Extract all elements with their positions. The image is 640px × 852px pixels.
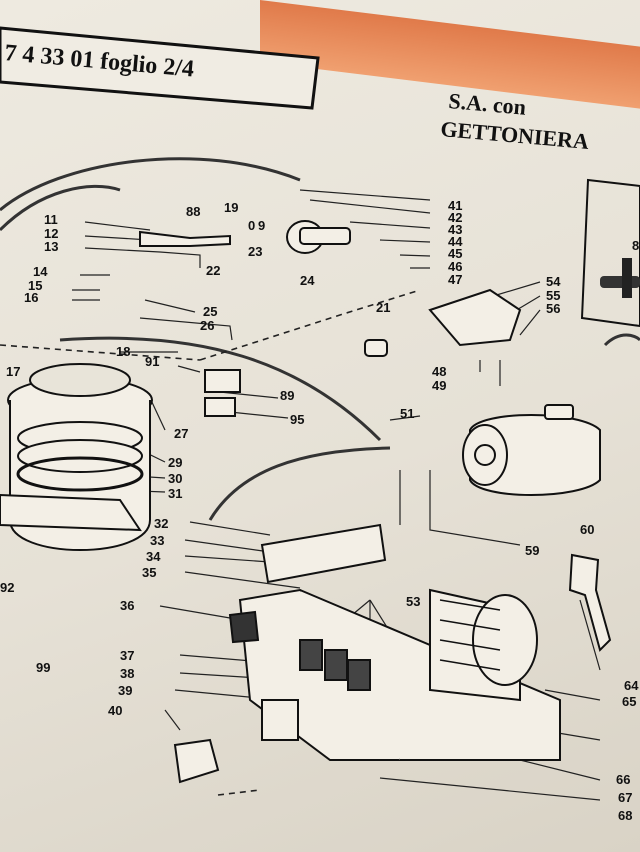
terminal-block-drawing: [260, 523, 387, 584]
part-number-label-41: 41: [448, 198, 462, 213]
microswitch-drawing: [173, 738, 220, 784]
control-box-drawing: [238, 588, 561, 761]
part-number-label-22: 22: [206, 263, 220, 278]
bracket-drawing: [428, 288, 522, 347]
part-number-label-55: 55: [546, 288, 560, 303]
part-number-label-53: 53: [406, 594, 420, 609]
part-number-label-25: 25: [203, 304, 217, 319]
part-number-label-64: 64: [624, 678, 639, 693]
part-number-label-8: 8: [632, 238, 639, 253]
part-number-label-99: 99: [36, 660, 50, 675]
part-number-label-67: 67: [618, 790, 632, 805]
part-number-label-39: 39: [118, 683, 132, 698]
part-number-label-47: 47: [448, 272, 462, 287]
part-number-label-68: 68: [618, 808, 632, 823]
motor-housing-drawing: [0, 363, 153, 551]
part-number-label-51: 51: [400, 406, 414, 421]
part-number-label-46: 46: [448, 259, 462, 274]
part-number-label-60: 60: [580, 522, 594, 537]
solenoid-drawing: [286, 220, 351, 254]
part-number-label-44: 44: [448, 234, 463, 249]
valve-drawing: [139, 230, 231, 247]
inset-part-drawing: [600, 258, 640, 298]
part-number-label-65: 65: [622, 694, 636, 709]
part-drawings: [0, 220, 612, 784]
part-number-label-19: 19: [224, 200, 238, 215]
part-number-label-27: 27: [174, 426, 188, 441]
part-number-label-26: 26: [200, 318, 214, 333]
part-number-label-54: 54: [546, 274, 561, 289]
part-number-label-16: 16: [24, 290, 38, 305]
part-number-label-30: 30: [168, 471, 182, 486]
part-number-label-38: 38: [120, 666, 134, 681]
part-number-label-48: 48: [432, 364, 446, 379]
diagram-title-line2: GETTONIERA: [440, 116, 590, 154]
part-number-label-43: 43: [448, 222, 462, 237]
part-number-label-9: 9: [258, 218, 265, 233]
inset-detail-box: [580, 178, 640, 328]
part-number-label-35: 35: [142, 565, 156, 580]
part-number-label-18: 18: [116, 344, 130, 359]
part-number-label-42: 42: [448, 210, 462, 225]
pump-motor-drawing: [462, 404, 601, 496]
part-number-label-32: 32: [154, 516, 168, 531]
part-number-label-37: 37: [120, 648, 134, 663]
part-number-label-56: 56: [546, 301, 560, 316]
part-number-label-23: 23: [248, 244, 262, 259]
part-number-label-21: 21: [376, 300, 390, 315]
part-number-label-14: 14: [33, 264, 48, 279]
part-number-label-31: 31: [168, 486, 182, 501]
part-number-label-92: 92: [0, 580, 14, 595]
dashed-guide-lines: [0, 289, 421, 796]
diagram-title-line1: S.A. con: [448, 88, 528, 120]
part-number-label-12: 12: [44, 226, 58, 241]
part-number-label-91: 91: [145, 354, 159, 369]
part-number-label-89: 89: [280, 388, 294, 403]
document-reference-box: 7 4 33 01 foglio 2/4: [0, 26, 320, 110]
part-number-label-0: 0: [248, 218, 255, 233]
lever-drawing: [568, 553, 612, 652]
part-number-label-95: 95: [290, 412, 304, 427]
relay-drawing: [204, 369, 241, 393]
part-number-label-34: 34: [146, 549, 161, 564]
part-number-label-40: 40: [108, 703, 122, 718]
cables: [0, 157, 640, 521]
part-number-label-59: 59: [525, 543, 539, 558]
part-number-label-24: 24: [300, 273, 315, 288]
part-number-label-45: 45: [448, 246, 462, 261]
knob-drawing: [228, 610, 260, 644]
timer-drum-drawing: [429, 588, 538, 702]
part-number-label-88: 88: [186, 204, 200, 219]
part-number-label-29: 29: [168, 455, 182, 470]
part-number-label-17: 17: [6, 364, 20, 379]
part-number-label-11: 11: [44, 212, 58, 227]
part-number-label-13: 13: [44, 239, 58, 254]
part-number-label-15: 15: [28, 278, 42, 293]
switch-drawing: [204, 397, 236, 417]
part-number-label-33: 33: [150, 533, 164, 548]
fuse-drawing: [364, 339, 388, 357]
part-number-label-36: 36: [120, 598, 134, 613]
part-number-label-49: 49: [432, 378, 446, 393]
part-number-label-66: 66: [616, 772, 630, 787]
